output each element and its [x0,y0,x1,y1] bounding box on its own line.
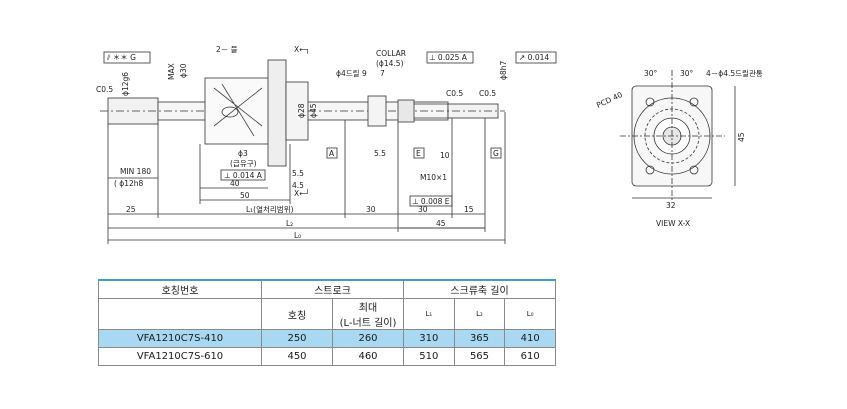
label-c05-mid: C0.5 [446,89,463,98]
header-l1: L₁ [403,298,455,330]
cell-model: VFA1210C7S-610 [98,347,262,366]
label-c05-right: C0.5 [479,89,496,98]
cell-max: 460 [332,347,404,366]
tol-perp-small2: ⊥ 0.008 E [412,197,450,206]
header-l0: L₀ [504,298,556,330]
label-c05-left: C0.5 [96,85,113,94]
label-dia8h7: ϕ8h7 [499,61,508,80]
dim-40: 40 [230,179,240,188]
header-max: 최대 (L-너트 길이) [332,298,404,330]
header-max-label: 최대 [358,303,378,314]
table-row: VFA1210C7S-610 450 460 510 565 610 [98,347,556,366]
label-x-top: X←┐ [294,45,310,54]
label-min180-sub: ( ϕ12h8 [114,179,144,188]
dim-30b: 30 [418,205,428,214]
label-collar-dia: (ϕ14.5) [376,59,404,68]
label-seven: 7 [380,69,385,78]
tol-runout-right: ↗ 0.014 [519,53,549,62]
header-blank [98,298,262,330]
cell-max: 260 [332,329,404,348]
label-drill: 4－ϕ4.5드릴관통 [706,68,763,78]
label-dia4: ϕ4드릴 [336,69,360,78]
spec-table: 호칭번호 스트로크 스크류축 길이 호칭 최대 (L-너트 길이) L₁ L₂ … [98,279,556,366]
header-stroke: 스트로크 [261,279,404,299]
cell-model: VFA1210C7S-410 [98,329,262,348]
dim-50: 50 [240,191,250,200]
header-max-sub: (L-너트 길이) [339,318,397,329]
dim-10: 10 [440,151,450,160]
label-collar: COLLAR [376,49,406,58]
header-screw-length: 스크류축 길이 [403,279,556,299]
cell-l2: 365 [453,329,506,348]
ball-screw-drawing: ⫽ ＊＊ G ⊥ 0.025 A ↗ 0.014 ⊥ 0.014 A ⊥ 0.0… [96,45,763,244]
label-x-bottom: X←┘ [294,188,310,198]
header-model: 호칭번호 [98,279,262,299]
header-l2: L₂ [453,298,506,330]
datum-a: A [329,149,335,158]
dim-l2: L₂ [286,219,293,228]
label-dia3: ϕ3 [238,149,248,158]
dim-l1: L₁(열처리범위) [246,204,294,214]
dim-15: 15 [464,205,474,214]
table-row: VFA1210C7S-410 250 260 310 365 410 [98,329,556,348]
label-dim45: 45 [737,132,746,142]
datum-e: E [416,149,421,158]
label-dia30: ϕ30 [179,63,188,78]
label-ang1: 30° [644,69,658,78]
cell-l0: 410 [504,329,556,348]
label-min180: MIN 180 [120,167,151,176]
label-two-groove: 2－ 블 [216,45,238,54]
dim-25: 25 [126,205,136,214]
dim-5-5: 5.5 [292,169,304,178]
label-dia45: ϕ45 [309,103,318,118]
tol-parallel: ⊥ 0.025 A [429,53,468,62]
label-max: MAX [167,63,176,80]
collar [367,95,387,127]
label-ang2: 30° [680,69,694,78]
cell-l0: 610 [504,347,556,366]
dim-5-5b: 5.5 [374,149,386,158]
dim-4-5: 4.5 [292,181,304,190]
datum-g: G [493,149,499,158]
cell-nominal: 450 [261,347,333,366]
tol-perp-small: ⊥ 0.014 A [224,171,263,180]
label-dim32: 32 [666,201,676,210]
dim-45: 45 [436,219,446,228]
dim-30: 30 [366,205,376,214]
cell-nominal: 250 [261,329,333,348]
label-m10: M10×1 [420,173,447,182]
label-grease: (급유구) [230,159,257,168]
label-dia12g6: ϕ12g6 [121,72,130,96]
dim-l0: L₀ [294,231,301,240]
cell-l2: 565 [453,347,506,366]
label-pcd: PCD 40 [595,90,624,110]
nut-flange [267,59,287,167]
tol-runout-left: ⫽ ＊＊ G [106,53,136,62]
label-dia28: ϕ28 [297,103,306,118]
cell-l1: 310 [403,329,455,348]
label-nine: 9 [362,69,367,78]
label-view: VIEW X-X [656,219,690,228]
header-nominal: 호칭 [261,298,333,330]
cell-l1: 510 [403,347,455,366]
